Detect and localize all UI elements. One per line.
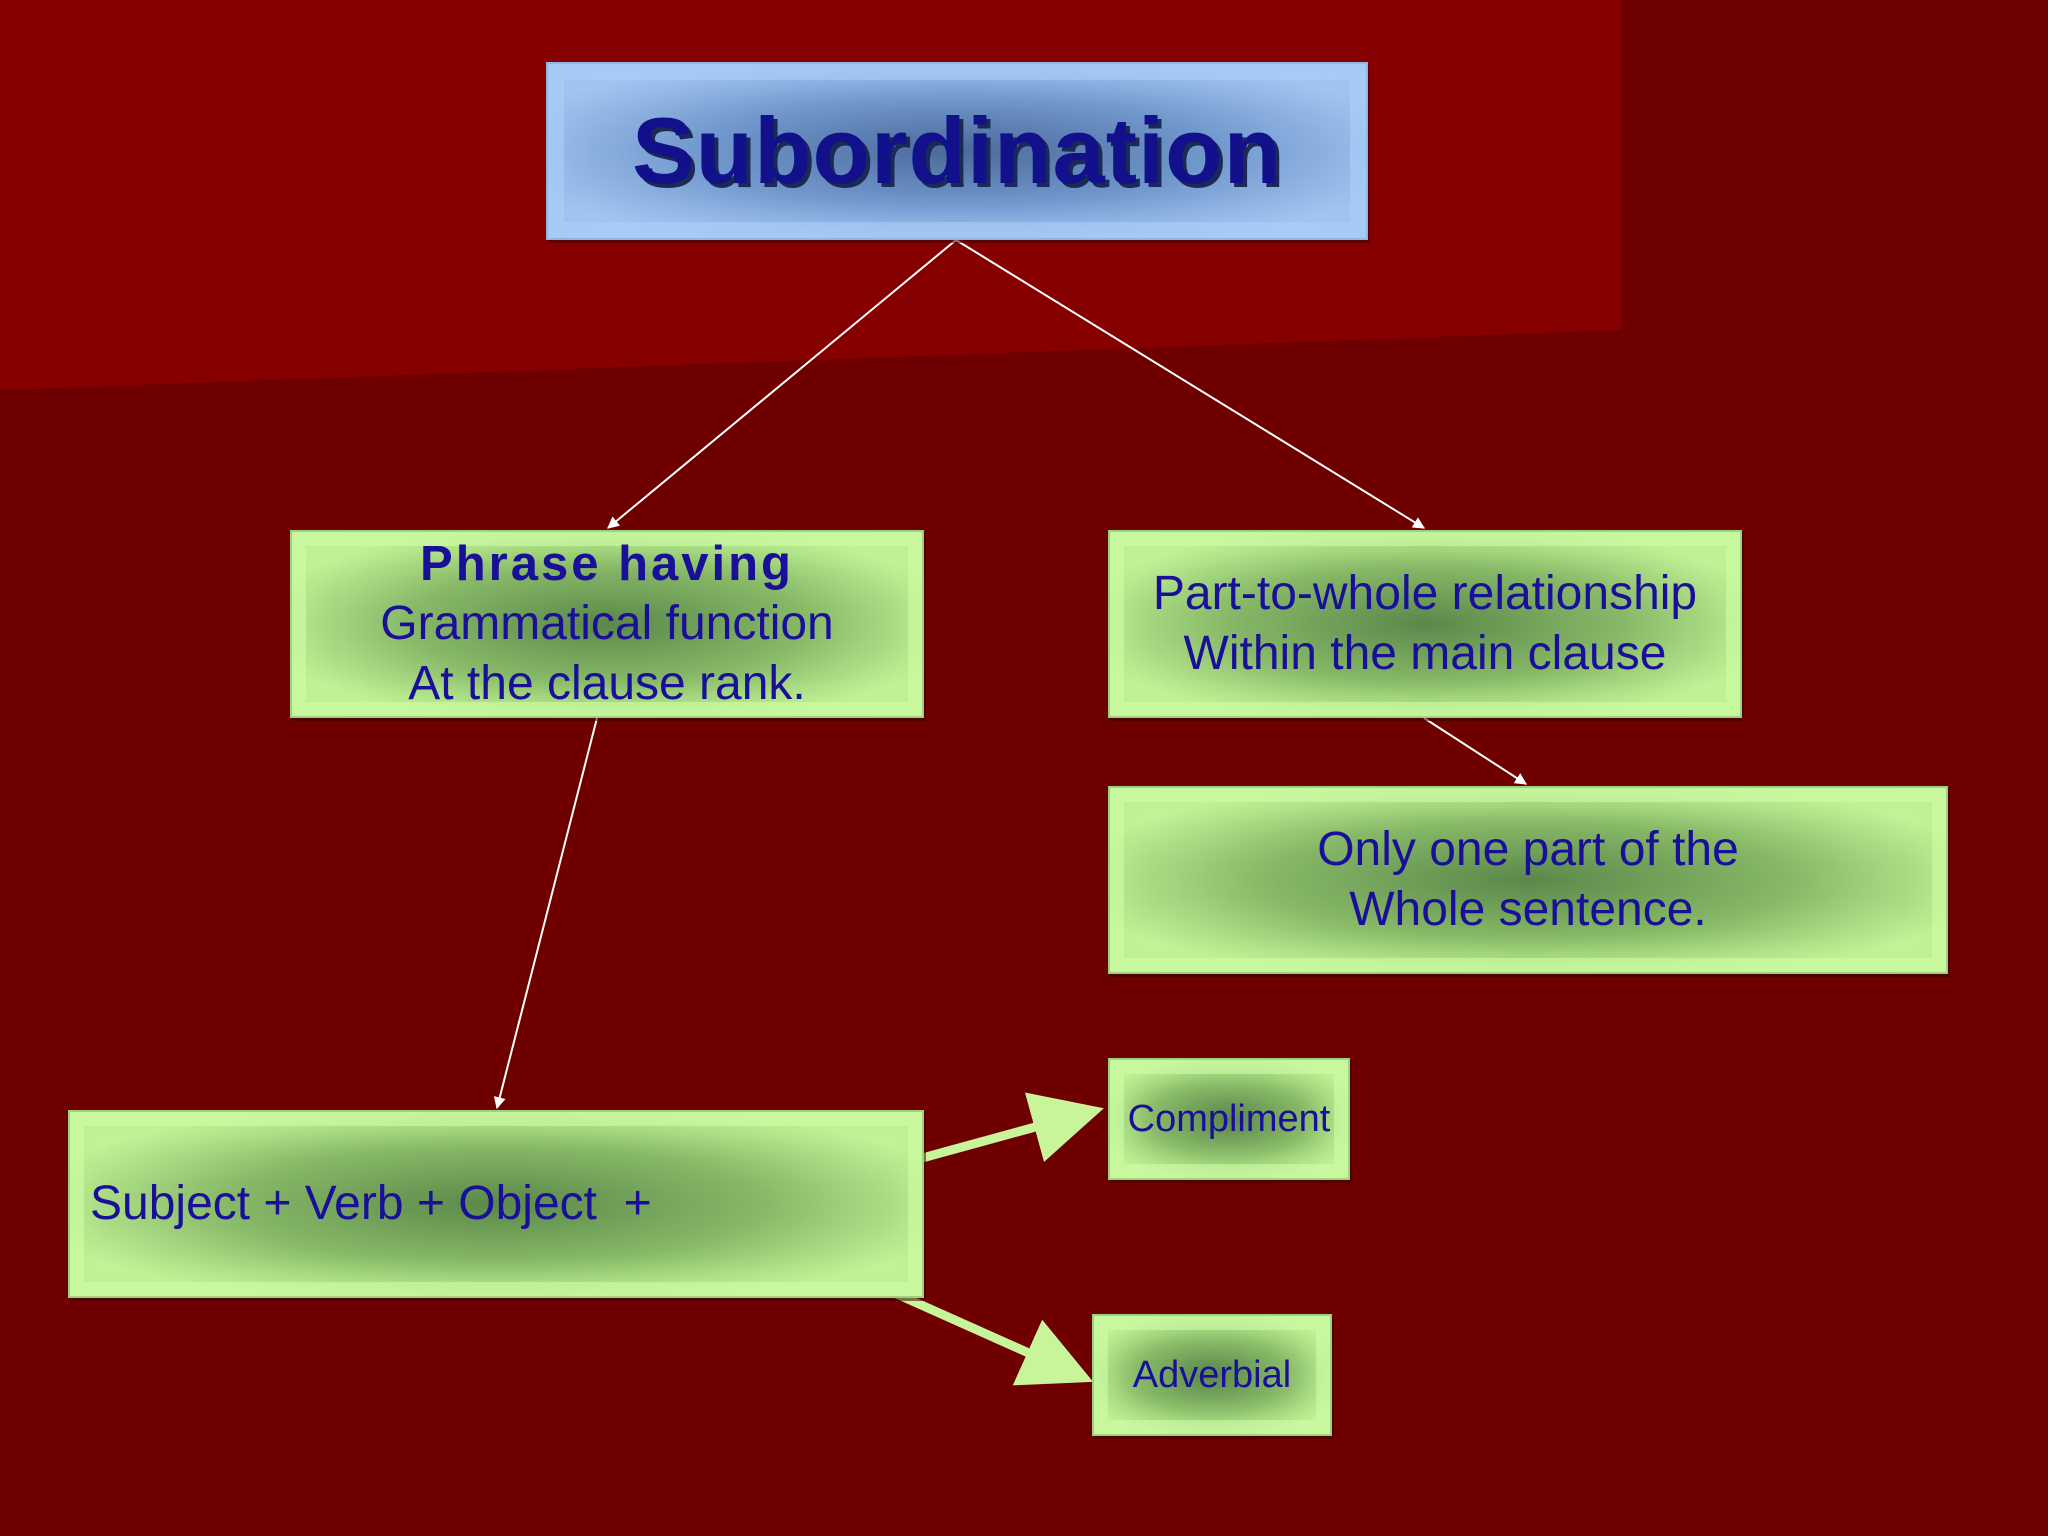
title-box: Subordination (546, 62, 1368, 240)
left-branch-box: Phrase having Grammatical function At th… (290, 530, 924, 718)
left-branch-line-3: At the clause rank. (408, 657, 806, 710)
compliment-box: Compliment (1108, 1058, 1350, 1180)
pattern-text: Subject + Verb + Object + (90, 1177, 652, 1230)
diagram-title: Subordination (631, 98, 1283, 203)
arrow-right-branch-to-right-child (1423, 717, 1528, 785)
adverbial-box: Adverbial (1092, 1314, 1332, 1436)
right-branch-line-2: Within the main clause (1183, 627, 1667, 680)
compliment-label: Compliment (1127, 1097, 1331, 1140)
arrow-title-to-left-branch (607, 239, 957, 529)
right-branch-box: Part-to-whole relationship Within the ma… (1108, 530, 1742, 718)
adverbial-label: Adverbial (1132, 1353, 1292, 1396)
pattern-box: Subject + Verb + Object + (68, 1110, 924, 1298)
left-branch-line-2: Grammatical function (380, 597, 834, 650)
arrow-left-branch-to-pattern (493, 717, 598, 1110)
right-child-line-2: Whole sentence. (1349, 883, 1707, 936)
arrow-title-to-right-branch (955, 239, 1426, 529)
right-child-line-1: Only one part of the (1317, 823, 1739, 876)
right-child-box: Only one part of the Whole sentence. (1108, 786, 1948, 974)
left-branch-line-1: Phrase having (420, 537, 794, 591)
right-branch-line-1: Part-to-whole relationship (1152, 567, 1698, 620)
